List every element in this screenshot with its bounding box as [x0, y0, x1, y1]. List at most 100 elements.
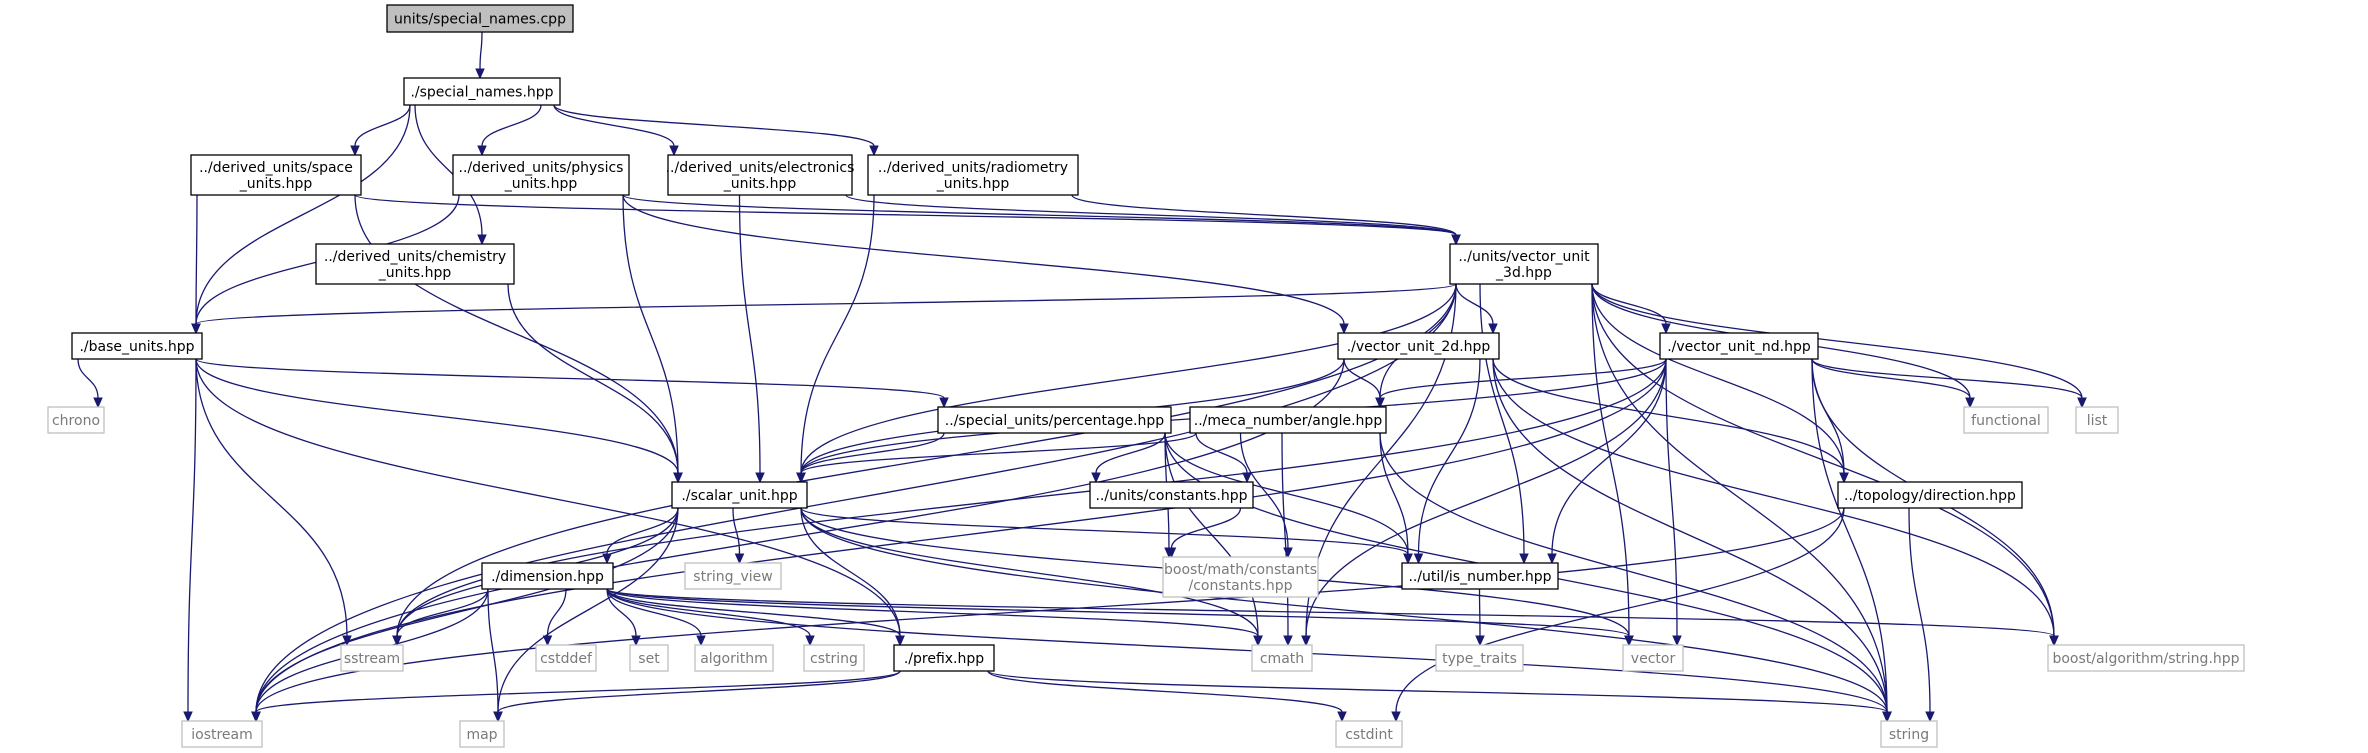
- edge-line: [606, 588, 637, 637]
- edge-arrowhead: [542, 635, 553, 647]
- edge-line: [800, 283, 1457, 474]
- edge-vector-unit-nd-to-is-number: [1547, 358, 1667, 565]
- node-box: [1189, 406, 1387, 434]
- edge-line: [481, 104, 542, 147]
- node-label: string_view: [693, 569, 772, 585]
- node-vector-unit-nd[interactable]: ./vector_unit_nd.hpp: [1659, 332, 1819, 360]
- edge-line: [800, 507, 1259, 637]
- edge-dimension-to-sstream: [392, 588, 489, 647]
- node-type-traits: type_traits: [1435, 644, 1524, 672]
- edge-dimension-to-prefix: [606, 588, 905, 647]
- node-scalar-unit[interactable]: ./scalar_unit.hpp: [671, 481, 808, 509]
- node-special-names[interactable]: ./special_names.hpp: [403, 77, 561, 106]
- edge-arrowhead: [475, 68, 485, 80]
- edge-line: [987, 670, 1888, 713]
- edge-arrowhead: [1519, 553, 1529, 565]
- node-string-view: string_view: [684, 562, 782, 590]
- edge-prefix-to-cstdint: [987, 670, 1347, 723]
- edge-radiometry-units-to-vector-unit-3d: [1071, 194, 1461, 246]
- edge-line: [195, 358, 901, 637]
- edge-line: [497, 507, 679, 713]
- node-radiometry-units[interactable]: ../derived_units/radiometry_units.hpp: [867, 154, 1079, 196]
- edge-line: [553, 104, 675, 147]
- edge-line: [546, 588, 567, 637]
- edge-line: [195, 358, 679, 474]
- node-label: _units.hpp: [936, 176, 1010, 192]
- edge-line: [1492, 358, 2055, 637]
- edge-arrowhead: [1283, 635, 1293, 647]
- edge-constants-to-boost-constants: [1166, 507, 1242, 559]
- edge-line: [396, 588, 489, 637]
- node-box: [481, 562, 614, 590]
- edge-line: [1281, 432, 1289, 637]
- edge-base-units-to-scalar-unit: [195, 358, 683, 484]
- edge-arrowhead: [1166, 547, 1177, 559]
- node-angle[interactable]: ../meca_number/angle.hpp: [1189, 406, 1387, 434]
- edge-arrowhead: [895, 635, 905, 647]
- node-chemistry-units[interactable]: ../derived_units/chemistry_units.hpp: [315, 243, 515, 285]
- node-direction[interactable]: ../topology/direction.hpp: [1837, 481, 2023, 509]
- edge-arrowhead: [392, 635, 402, 647]
- edge-line: [606, 588, 811, 637]
- node-label: ./scalar_unit.hpp: [681, 488, 797, 504]
- edge-line: [1379, 432, 1409, 555]
- edge-special-names-to-physics-units: [477, 104, 542, 157]
- node-root[interactable]: units/special_names.cpp: [386, 4, 574, 33]
- edge-special-names-to-space-units: [350, 104, 411, 157]
- edge-line: [622, 194, 679, 474]
- edge-physics-units-to-vector-unit-2d: [622, 194, 1349, 335]
- edge-direction-to-cstdint: [1391, 507, 1845, 723]
- edge-line: [606, 588, 702, 637]
- edge-arrowhead: [696, 635, 706, 647]
- edge-dimension-to-algorithm: [606, 588, 706, 647]
- node-base-units[interactable]: ./base_units.hpp: [71, 332, 203, 360]
- node-box: [684, 562, 782, 590]
- node-prefix[interactable]: ./prefix.hpp: [893, 644, 995, 672]
- node-constants[interactable]: ../units/constants.hpp: [1089, 481, 1254, 509]
- node-vector-unit-2d[interactable]: ./vector_unit_2d.hpp: [1337, 332, 1500, 360]
- edge-dimension-to-boost-string: [606, 588, 2059, 647]
- node-box: [694, 644, 774, 672]
- edge-base-units-to-chrono: [77, 358, 103, 409]
- node-label: map: [466, 727, 497, 743]
- node-label: set: [638, 651, 660, 667]
- node-label: algorithm: [700, 651, 768, 667]
- edge-line: [396, 358, 1667, 637]
- edge-arrowhead: [1925, 711, 1935, 723]
- edge-arrowhead: [477, 145, 487, 157]
- edge-vector-unit-nd-to-list: [1811, 358, 2087, 409]
- edge-arrowhead: [1413, 553, 1424, 565]
- node-sstream: sstream: [340, 644, 404, 672]
- node-electronics-units[interactable]: ../derived_units/electronics_units.hpp: [666, 154, 855, 196]
- node-cstring: cstring: [803, 644, 865, 672]
- node-physics-units[interactable]: ../derived_units/physics_units.hpp: [452, 154, 630, 196]
- edge-line: [1170, 507, 1242, 549]
- edge-arrowhead: [1882, 711, 1892, 723]
- edge-line: [195, 194, 198, 325]
- node-vector-unit-3d[interactable]: ../units/vector_unit_3d.hpp: [1449, 243, 1599, 285]
- node-label: chrono: [52, 413, 100, 429]
- edge-arrowhead: [191, 323, 201, 335]
- edge-line: [1417, 358, 1481, 555]
- node-label: ../units/vector_unit: [1458, 249, 1590, 265]
- node-layer: units/special_names.cpp ./special_names.h…: [47, 4, 2245, 748]
- edge-line: [1071, 194, 1457, 236]
- node-box: [937, 406, 1172, 434]
- node-percentage[interactable]: ../special_units/percentage.hpp: [937, 406, 1172, 434]
- edge-angle-to-constants: [1195, 432, 1252, 484]
- edge-arrowhead: [1547, 553, 1557, 565]
- edge-arrowhead: [805, 635, 815, 647]
- edge-line: [553, 104, 875, 147]
- edge-arrowhead: [755, 472, 765, 484]
- edge-arrowhead: [939, 397, 949, 409]
- node-space-units[interactable]: ../derived_units/space_units.hpp: [190, 154, 362, 196]
- node-box: [1837, 481, 2023, 509]
- node-list: list: [2075, 406, 2119, 434]
- node-functional: functional: [1963, 406, 2049, 434]
- node-dimension[interactable]: ./dimension.hpp: [481, 562, 614, 590]
- node-is-number[interactable]: ../util/is_number.hpp: [1401, 562, 1559, 590]
- node-label: vector: [1631, 651, 1676, 667]
- edge-line: [1379, 432, 1888, 713]
- edge-line: [195, 358, 348, 637]
